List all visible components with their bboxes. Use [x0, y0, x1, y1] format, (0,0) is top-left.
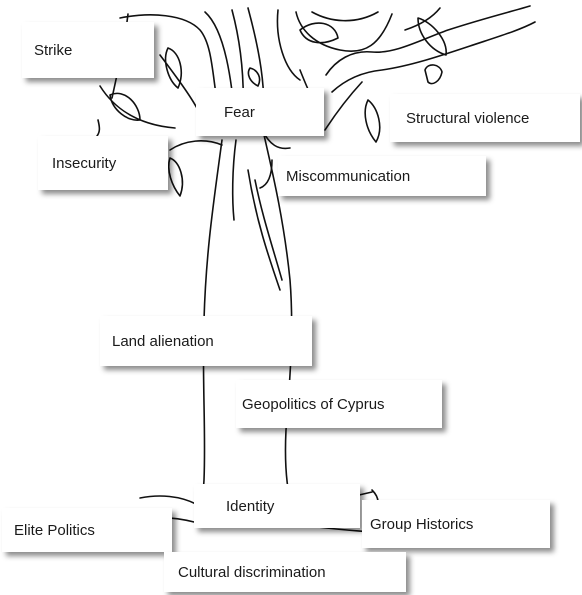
leaf [365, 100, 380, 142]
label-miscommunication: Miscommunication [278, 156, 486, 196]
trunk-inner-left [233, 140, 236, 220]
branch [170, 141, 222, 150]
label-insecurity: Insecurity [38, 136, 168, 190]
label-structural-violence-text: Structural violence [406, 110, 529, 127]
label-structural-violence: Structural violence [390, 94, 580, 142]
leaf [169, 158, 183, 196]
label-land-alienation-text: Land alienation [112, 333, 214, 350]
label-geopolitics-of-cyprus-text: Geopolitics of Cyprus [242, 396, 385, 413]
label-cultural-discrimination-text: Cultural discrimination [178, 564, 326, 581]
label-fear: Fear [196, 88, 324, 136]
leaf [110, 93, 140, 120]
branch [97, 120, 99, 136]
label-geopolitics-of-cyprus: Geopolitics of Cyprus [236, 380, 442, 428]
branch [296, 12, 392, 51]
branch [325, 82, 362, 130]
branch [312, 12, 378, 21]
label-identity: Identity [194, 484, 360, 528]
leaf [425, 65, 442, 84]
branch [326, 6, 530, 75]
label-group-historics-text: Group Historics [370, 516, 473, 533]
leaf [300, 23, 338, 43]
label-elite-politics: Elite Politics [2, 508, 172, 552]
label-strike-text: Strike [34, 42, 72, 59]
label-identity-text: Identity [226, 498, 274, 515]
label-land-alienation: Land alienation [100, 316, 312, 366]
label-elite-politics-text: Elite Politics [14, 522, 95, 539]
label-cultural-discrimination: Cultural discrimination [164, 552, 406, 592]
label-fear-text: Fear [224, 104, 255, 121]
label-group-historics: Group Historics [362, 500, 550, 548]
label-insecurity-text: Insecurity [52, 155, 116, 172]
label-miscommunication-text: Miscommunication [286, 168, 410, 185]
root [140, 496, 196, 504]
label-strike: Strike [22, 22, 154, 78]
branch [277, 10, 300, 80]
leaf [248, 68, 259, 86]
